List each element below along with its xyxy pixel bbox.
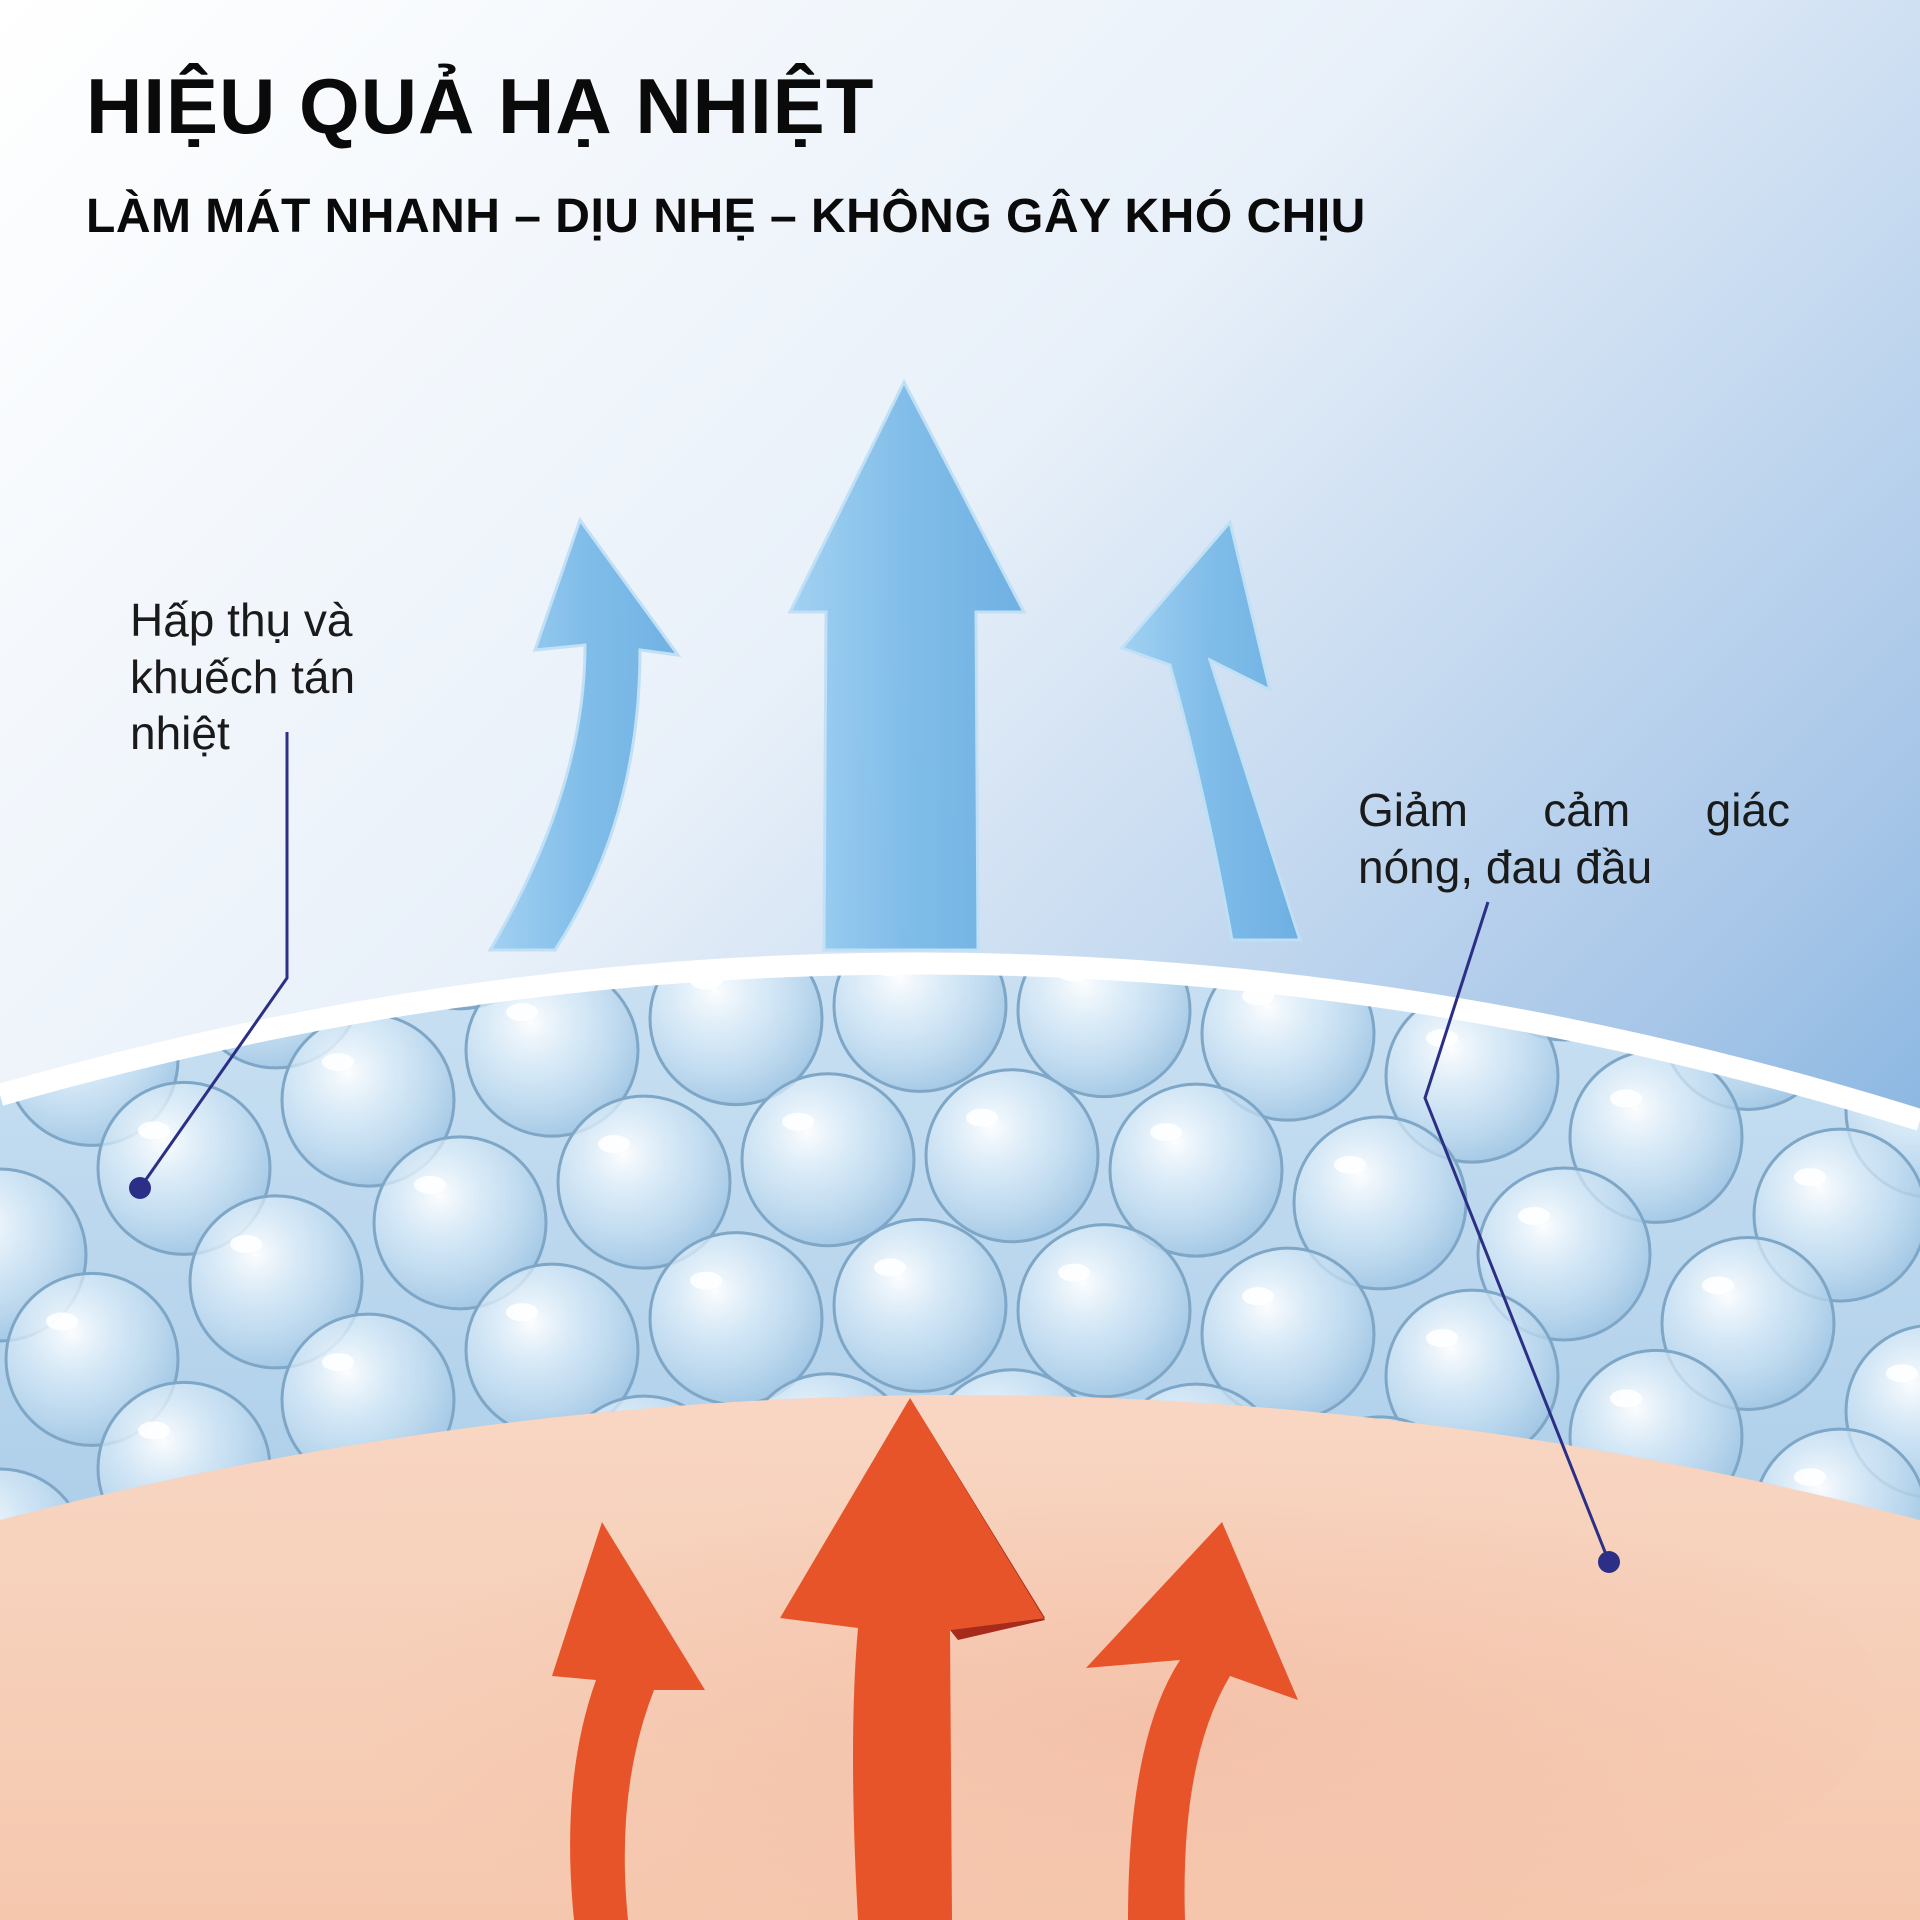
bubble-highlight: [230, 1234, 262, 1253]
page-title: HIỆU QUẢ HẠ NHIỆT: [86, 62, 875, 150]
bubble-highlight: [1610, 1389, 1642, 1408]
bubble-highlight: [506, 1003, 538, 1022]
skin-warm-glow: [280, 1440, 1880, 1920]
bubble-highlight: [1794, 1468, 1826, 1487]
bubble-highlight: [1242, 1287, 1274, 1306]
bubble: [832, 963, 1008, 1093]
bubble-highlight: [1334, 1155, 1366, 1174]
bubble-highlight: [782, 1112, 814, 1131]
heat-arrows: [552, 1398, 1298, 1920]
bubble: [1016, 1223, 1192, 1399]
bubble-highlight: [874, 1258, 906, 1277]
gel-layer: [0, 952, 1920, 1520]
arrow-up-icon: [787, 378, 1027, 952]
bubble-highlight: [1702, 1276, 1734, 1295]
gel-top-edge: [0, 952, 1920, 1131]
bubble: [740, 1072, 916, 1248]
bubble-highlight: [506, 1303, 538, 1322]
page-subtitle: LÀM MÁT NHANH – DỊU NHẸ – KHÔNG GÂY KHÓ …: [86, 190, 1366, 243]
bubble-highlight: [1426, 1329, 1458, 1348]
bubble-highlight: [1058, 1263, 1090, 1282]
bubble-highlight: [966, 1108, 998, 1127]
bubble-highlight: [1426, 1029, 1458, 1048]
bubble: [924, 1068, 1100, 1244]
bubble: [832, 1217, 1008, 1393]
arrow-up-icon: [780, 1398, 1045, 1920]
callout-left-leader: [129, 732, 289, 1199]
bubble-layer-icon: [0, 963, 1920, 1520]
bubble-highlight: [1886, 1364, 1918, 1383]
arrow-up-icon: [1119, 518, 1303, 942]
callout-dot: [1598, 1551, 1620, 1573]
bubble-highlight: [1794, 1168, 1826, 1187]
callout-reduce-heat: Giảm cảm giác nóng, đau đầu: [1358, 784, 1790, 893]
bubble-highlight: [1610, 1089, 1642, 1108]
bubble-highlight: [138, 1421, 170, 1440]
bubble-highlight: [598, 1135, 630, 1154]
callout-dot: [129, 1177, 151, 1199]
bubble-highlight: [46, 1312, 78, 1331]
arrow-up-icon: [487, 516, 682, 952]
bubble-highlight: [690, 1271, 722, 1290]
callout-absorb-heat: Hấp thụ và khuếch tán nhiệt: [130, 594, 356, 760]
arrow-up-icon: [552, 1522, 705, 1920]
arrow-up-icon: [1086, 1522, 1298, 1920]
callout-right-leader: [1423, 901, 1620, 1573]
bubble-highlight: [1150, 1123, 1182, 1142]
bubble-highlight: [138, 1121, 170, 1140]
bubble-highlight: [322, 1353, 354, 1372]
bubble-highlight: [322, 1053, 354, 1072]
cool-arrows: [487, 378, 1303, 952]
bubble-highlight: [1518, 1206, 1550, 1225]
bubble-highlight: [414, 1175, 446, 1194]
